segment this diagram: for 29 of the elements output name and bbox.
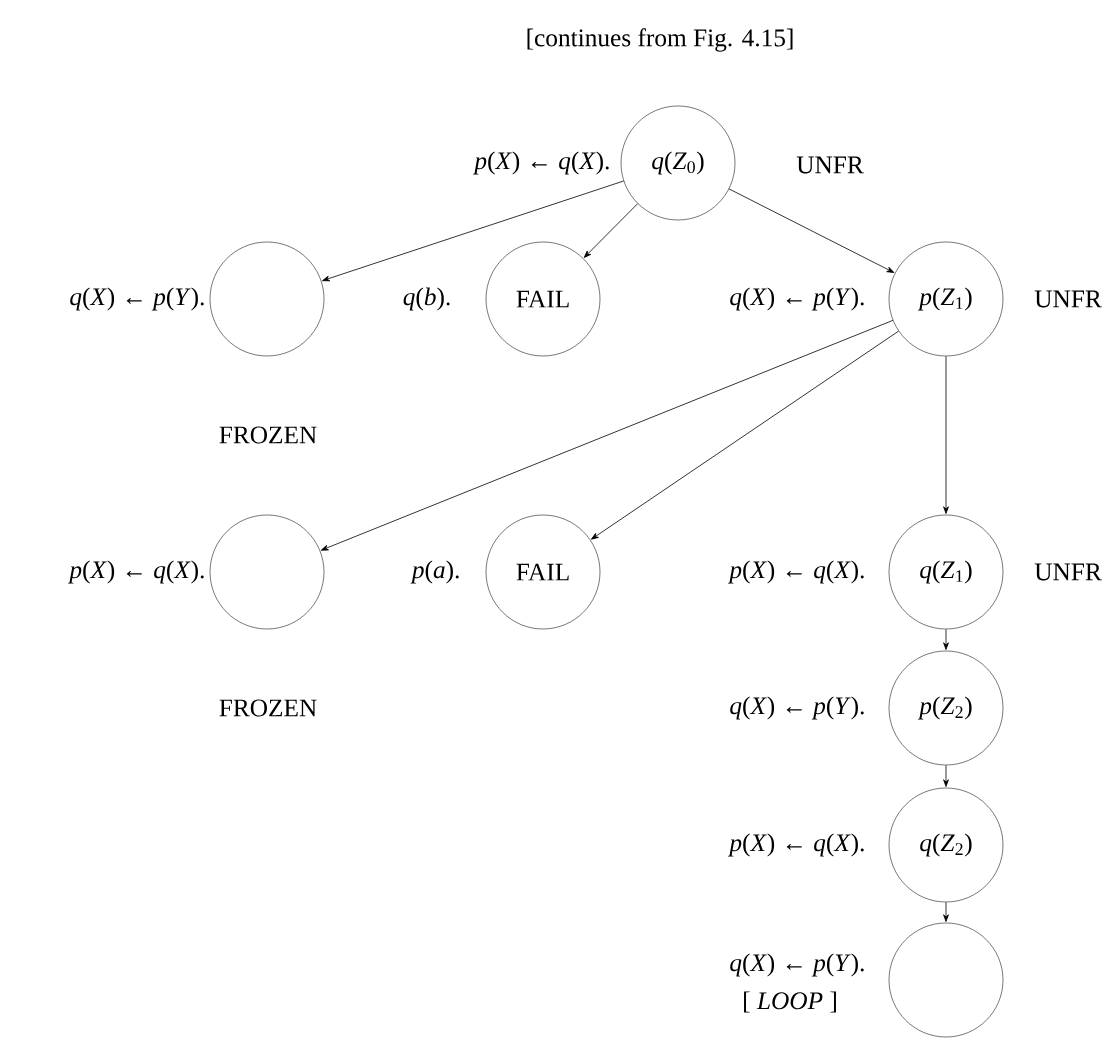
status-label: [ LOOP ]: [744, 991, 836, 1013]
clause-label: q(X) ← p(Y).: [70, 287, 204, 311]
status-label: q(b).: [403, 287, 450, 311]
status-label: FROZEN: [219, 426, 317, 444]
clause-label: p(X) ← q(X).: [727, 560, 864, 584]
status-label: UNFR: [796, 156, 864, 174]
state-circle: [209, 241, 325, 357]
clause-label: q(X) ← p(Y).: [730, 696, 864, 720]
clause-label: q(X) ← p(Y).: [730, 953, 864, 977]
clause-label: p(X) ← q(X).: [727, 833, 864, 857]
arrow: [322, 180, 625, 282]
arrow: [591, 330, 899, 540]
arrow: [583, 203, 639, 258]
arrow: [943, 764, 949, 787]
heading: [continues from Fig. 4.15]: [527, 28, 793, 52]
status-label: FROZEN: [219, 699, 317, 717]
state-circle: [209, 514, 325, 630]
clause-label: p(a).: [410, 560, 459, 584]
arrow: [943, 901, 949, 922]
arrow: [728, 188, 895, 273]
clause-label: p(X) ← q(X).: [472, 151, 609, 175]
status-label: UNFR: [1034, 290, 1102, 308]
status-label: UNFR: [1034, 563, 1102, 581]
clause-label: q(X) ← p(Y).: [730, 287, 864, 311]
arrow: [943, 628, 949, 650]
arrow: [320, 319, 894, 551]
clause-label: p(X) ← q(X).: [67, 560, 204, 584]
arrow: [943, 355, 949, 514]
state-circle: [888, 922, 1004, 1038]
